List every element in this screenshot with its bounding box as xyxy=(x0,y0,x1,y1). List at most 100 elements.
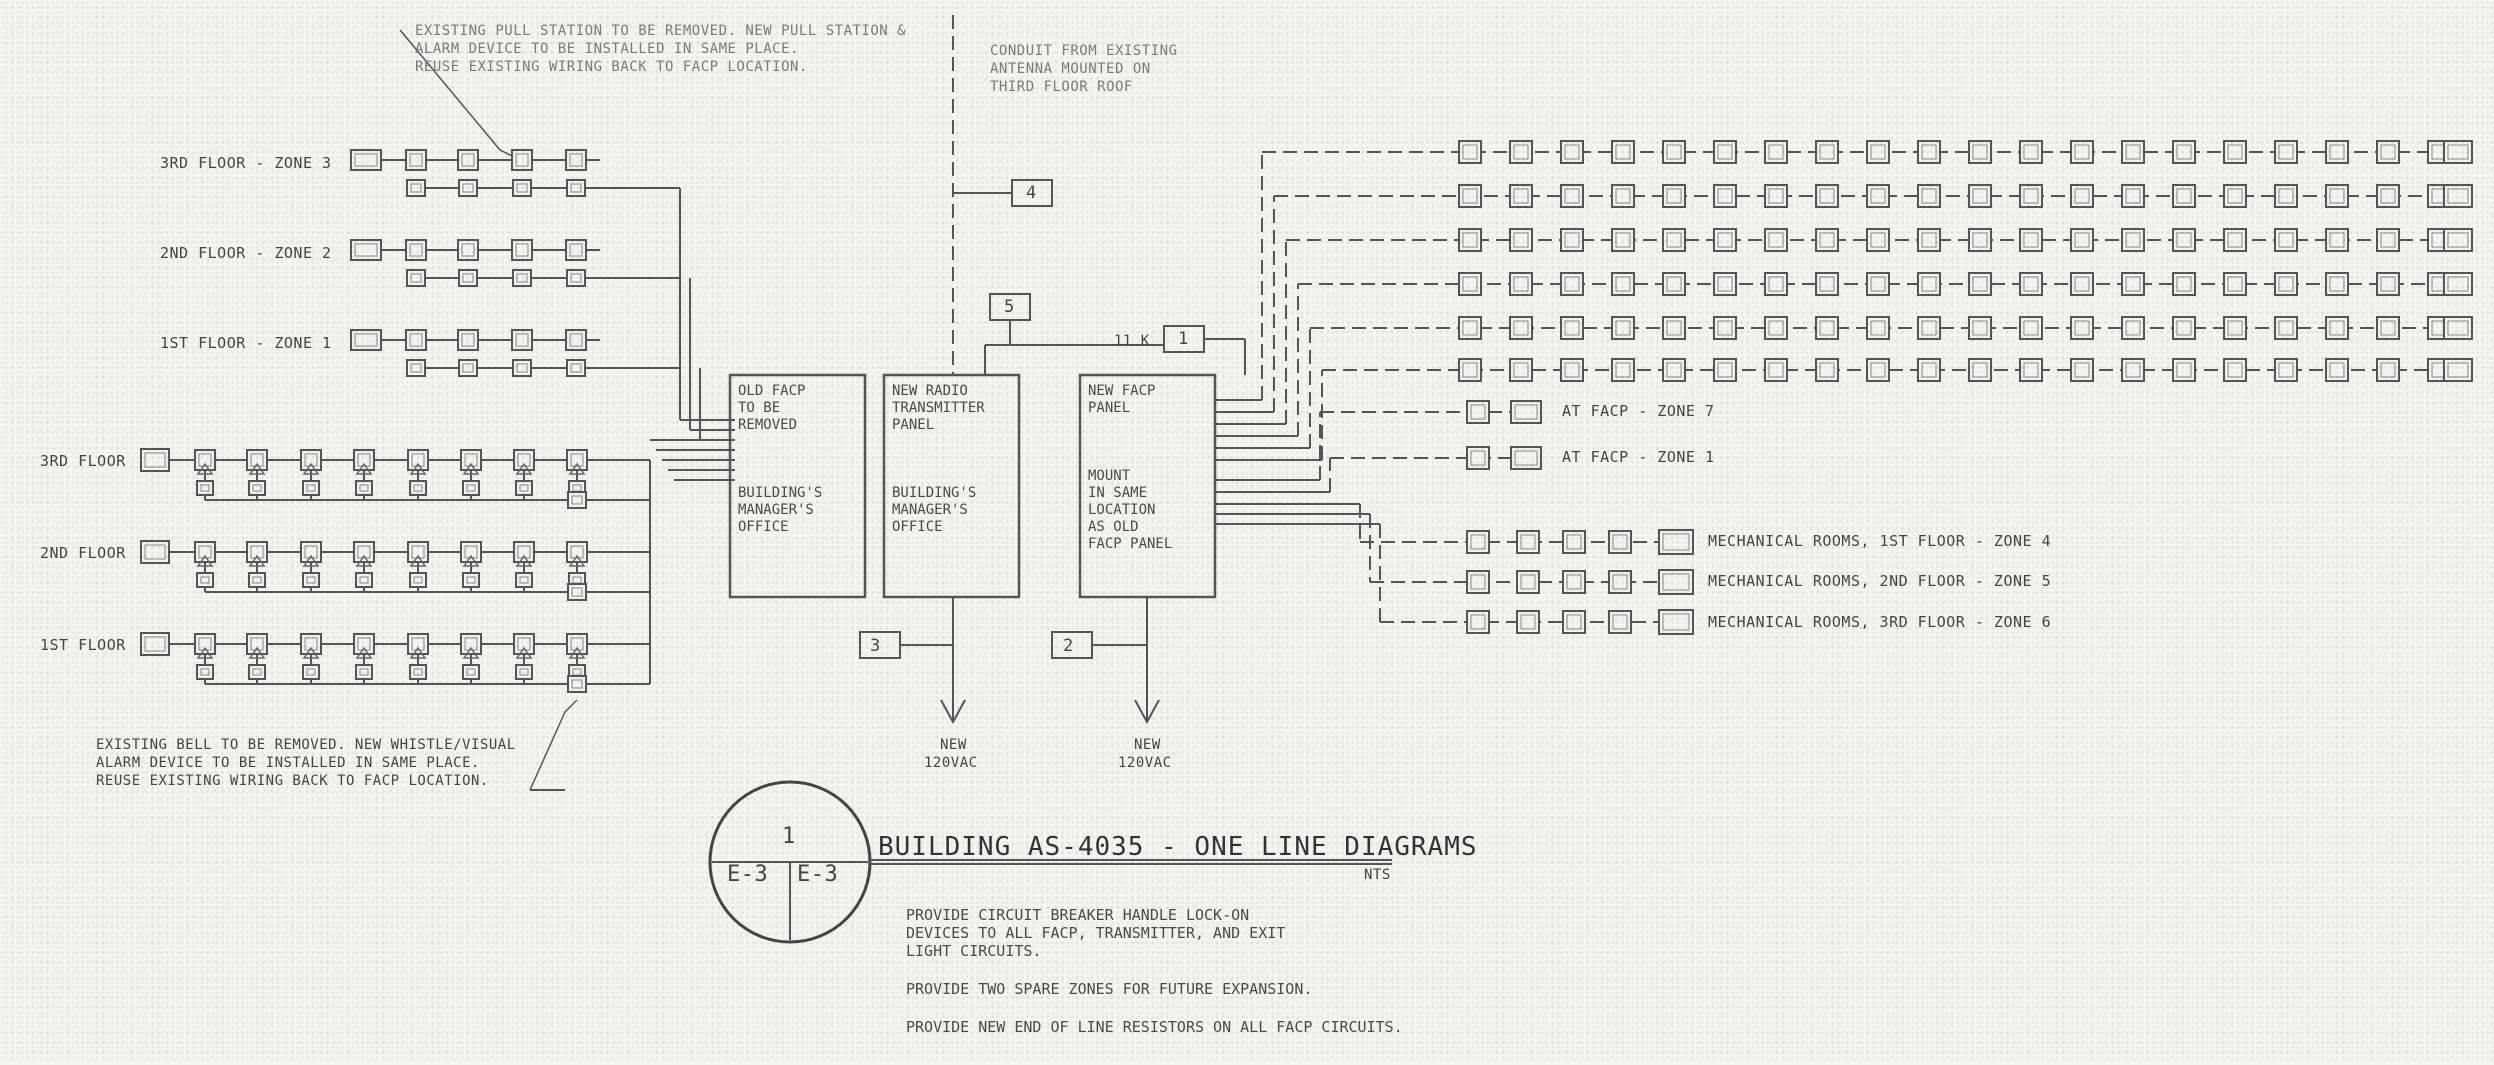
alarm-device xyxy=(194,449,216,471)
device-inner xyxy=(570,363,582,373)
device-inner xyxy=(252,576,262,584)
horn-symbol xyxy=(515,462,533,475)
device-inner xyxy=(1972,276,1988,292)
device-inner xyxy=(519,668,529,676)
device-inner xyxy=(516,363,528,373)
device-inner xyxy=(2278,232,2294,248)
device-inner xyxy=(144,636,166,652)
device-inner xyxy=(1564,188,1580,204)
device-inner xyxy=(2023,188,2039,204)
detector-symbol xyxy=(405,149,427,171)
remote-device xyxy=(1713,316,1737,340)
remote-device xyxy=(1764,316,1788,340)
device-inner xyxy=(462,183,474,193)
device-inner xyxy=(1470,614,1486,630)
pull-station-symbol xyxy=(512,269,532,287)
device-inner xyxy=(411,453,425,467)
device-inner xyxy=(1768,362,1784,378)
strobe-device xyxy=(355,664,373,680)
device-inner xyxy=(1513,362,1529,378)
mechanical-room-device xyxy=(1562,610,1586,634)
device-inner xyxy=(409,153,423,167)
panel-text-line: OLD FACP xyxy=(738,383,806,399)
device-inner xyxy=(1462,320,1478,336)
remote-device xyxy=(2376,272,2400,296)
remote-device xyxy=(1866,272,1890,296)
pull-station-symbol xyxy=(406,179,426,197)
horn-symbol xyxy=(248,554,266,567)
alarm-device xyxy=(194,633,216,655)
remote-device xyxy=(1917,358,1941,382)
roof-conduit-callout-3: THIRD FLOOR ROOF xyxy=(990,79,1133,95)
device-inner xyxy=(1870,320,1886,336)
pull-station-callout-1: EXISTING PULL STATION TO BE REMOVED. NEW… xyxy=(415,23,907,39)
device-inner xyxy=(2380,276,2396,292)
strobe-device xyxy=(302,572,320,588)
device-inner xyxy=(570,637,584,651)
remote-device xyxy=(2274,140,2298,164)
device-inner xyxy=(252,484,262,492)
device-inner xyxy=(1566,534,1582,550)
device-inner xyxy=(569,243,583,257)
tag-box-4 xyxy=(1011,179,1053,207)
detector-symbol xyxy=(565,329,587,351)
device-inner xyxy=(357,637,371,651)
panel-text-line: MOUNT xyxy=(1088,468,1131,484)
remote-device xyxy=(1560,358,1584,382)
remote-device xyxy=(1917,184,1941,208)
device-inner xyxy=(200,668,210,676)
remote-device xyxy=(1560,272,1584,296)
device-inner xyxy=(2176,232,2192,248)
remote-device xyxy=(1458,140,1482,164)
device-inner xyxy=(1819,320,1835,336)
remote-device xyxy=(2274,358,2298,382)
device-inner xyxy=(2125,320,2141,336)
device-inner xyxy=(2447,320,2469,336)
device-inner xyxy=(359,668,369,676)
device-inner xyxy=(2329,232,2345,248)
remote-device xyxy=(2274,228,2298,252)
device-inner xyxy=(2125,232,2141,248)
remote-device xyxy=(1815,358,1839,382)
device-inner xyxy=(1717,232,1733,248)
remote-device xyxy=(2274,272,2298,296)
device-inner xyxy=(1768,144,1784,160)
remote-device xyxy=(2019,272,2043,296)
alarm-device xyxy=(300,541,322,563)
device-inner xyxy=(1768,188,1784,204)
label-mech-zone-5: MECHANICAL ROOMS, 2ND FLOOR - ZONE 5 xyxy=(1708,572,2052,590)
detector-symbol xyxy=(565,149,587,171)
pull-station-callout-2: ALARM DEVICE TO BE INSTALLED IN SAME PLA… xyxy=(415,41,799,57)
remote-device xyxy=(2376,140,2400,164)
remote-device xyxy=(2223,358,2247,382)
row-end-device xyxy=(2443,358,2473,382)
device-inner xyxy=(250,637,264,651)
device-inner xyxy=(1921,276,1937,292)
horn-symbol xyxy=(462,646,480,659)
device-inner xyxy=(1615,232,1631,248)
strobe-device xyxy=(248,480,266,496)
horn-symbol xyxy=(355,554,373,567)
remote-device xyxy=(1917,272,1941,296)
detector-symbol xyxy=(457,239,479,261)
device-inner xyxy=(413,668,423,676)
remote-device xyxy=(2070,316,2094,340)
device-inner xyxy=(2227,276,2243,292)
device-inner xyxy=(1666,232,1682,248)
row-end-device xyxy=(2443,228,2473,252)
device-inner xyxy=(2023,320,2039,336)
device-inner xyxy=(2278,188,2294,204)
remote-device xyxy=(1866,228,1890,252)
device-inner xyxy=(1972,320,1988,336)
device-inner xyxy=(304,637,318,651)
mechanical-room-device xyxy=(1608,530,1632,554)
remote-device xyxy=(1917,140,1941,164)
remote-device xyxy=(2019,358,2043,382)
pull-station-symbol xyxy=(458,359,478,377)
remote-device xyxy=(2019,228,2043,252)
horn-symbol xyxy=(302,554,320,567)
device-inner xyxy=(570,545,584,559)
device-inner xyxy=(2447,188,2469,204)
floor-label-1st: 1ST FLOOR xyxy=(40,636,126,654)
remote-device xyxy=(1560,316,1584,340)
